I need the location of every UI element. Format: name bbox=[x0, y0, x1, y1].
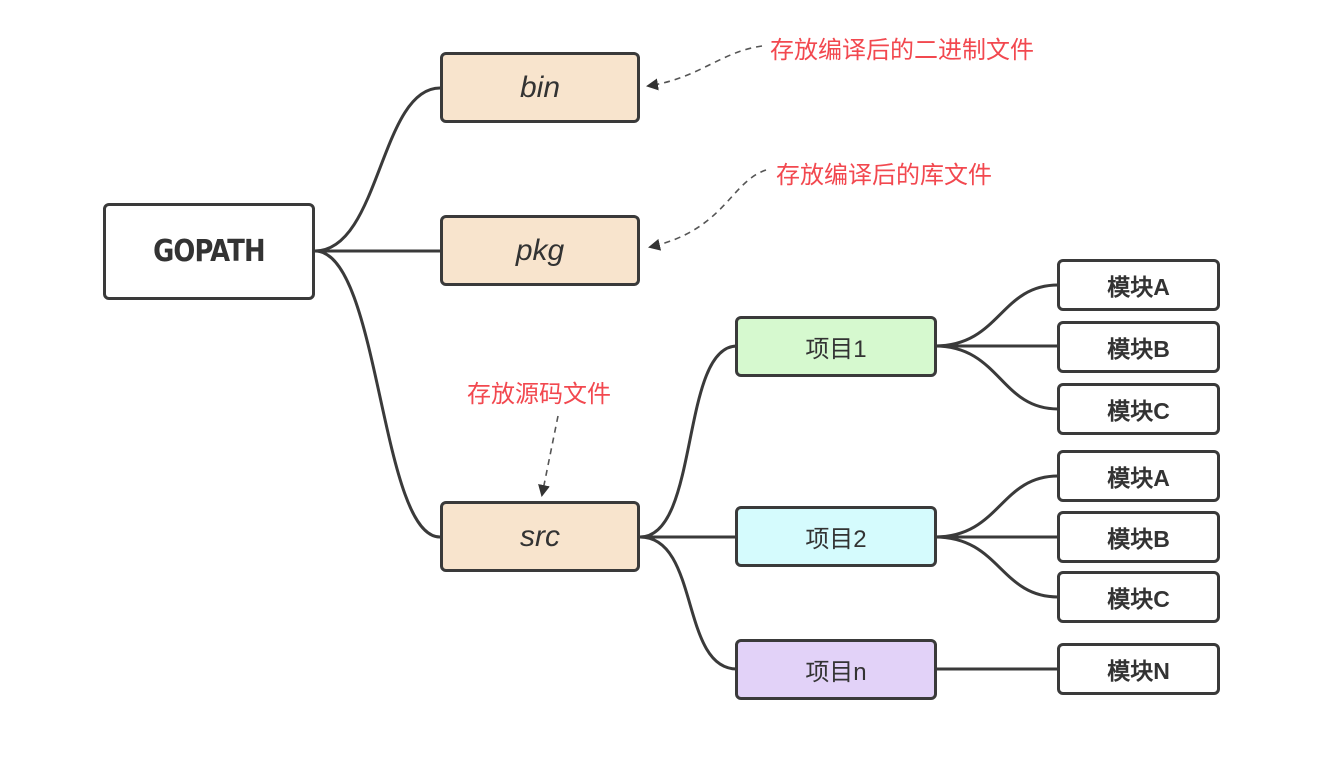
edge-src-project1 bbox=[639, 344, 738, 539]
module-node: 模块B bbox=[1057, 321, 1220, 373]
src-label: src bbox=[520, 519, 560, 553]
edge-src-projectn bbox=[639, 535, 738, 671]
module-node: 模块B bbox=[1057, 511, 1220, 563]
pkg-node: pkg bbox=[440, 215, 640, 286]
src-note: 存放源码文件 bbox=[467, 380, 611, 408]
module-node: 模块N bbox=[1057, 643, 1220, 695]
edge-gopath-bin bbox=[314, 86, 441, 253]
module-label: 模块C bbox=[1107, 586, 1170, 612]
module-node: 模块A bbox=[1057, 259, 1220, 311]
edge-project1-moduleC bbox=[934, 344, 1059, 411]
edge-project2-moduleC bbox=[934, 535, 1059, 599]
module-node: 模块A bbox=[1057, 450, 1220, 502]
module-label: 模块C bbox=[1107, 398, 1170, 424]
module-node: 模块C bbox=[1057, 383, 1220, 435]
module-label: 模块A bbox=[1107, 465, 1170, 491]
edge-project1-moduleA bbox=[934, 283, 1059, 348]
module-label: 模块B bbox=[1107, 336, 1170, 362]
bin-label: bin bbox=[519, 70, 561, 104]
edge-project2-moduleA bbox=[934, 474, 1059, 539]
annotation-arrow-bin bbox=[646, 45, 763, 91]
module-label: 模块A bbox=[1107, 274, 1170, 300]
project-2-label: 项目2 bbox=[805, 526, 867, 553]
gopath-node: GOPATH bbox=[103, 203, 315, 300]
annotation-arrow-src bbox=[538, 415, 559, 497]
module-node: 模块C bbox=[1057, 571, 1220, 623]
bin-node: bin bbox=[440, 52, 640, 123]
pkg-note: 存放编译后的库文件 bbox=[776, 161, 992, 189]
src-node: src bbox=[440, 501, 640, 572]
project-n-node: 项目n bbox=[735, 639, 937, 700]
pkg-label: pkg bbox=[515, 233, 565, 267]
annotation-arrow-pkg bbox=[648, 169, 767, 251]
project-2-node: 项目2 bbox=[735, 506, 937, 567]
project-1-node: 项目1 bbox=[735, 316, 937, 377]
edge-gopath-src bbox=[314, 249, 441, 539]
bin-note: 存放编译后的二进制文件 bbox=[770, 36, 1034, 64]
gopath-label: GOPATH bbox=[153, 234, 266, 269]
module-label: 模块B bbox=[1107, 526, 1170, 552]
module-label: 模块N bbox=[1107, 658, 1170, 684]
project-1-label: 项目1 bbox=[805, 336, 867, 363]
project-n-label: 项目n bbox=[805, 659, 867, 686]
